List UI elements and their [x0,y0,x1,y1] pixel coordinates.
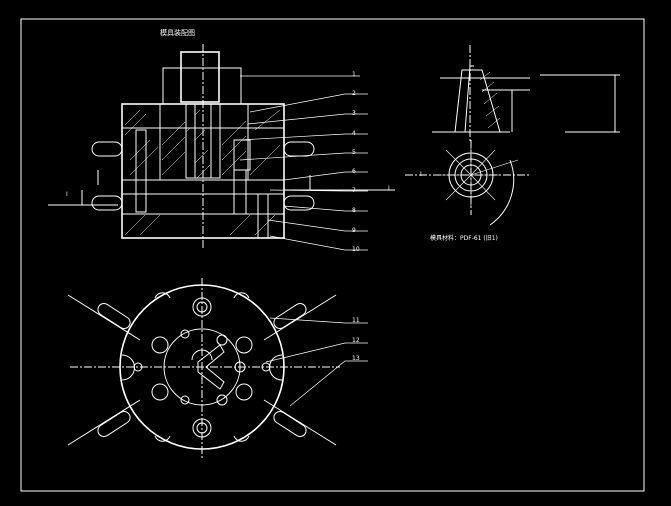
callout-2: 2 [352,90,356,97]
callout-1: 1 [352,71,356,78]
callout-8: 8 [352,207,356,214]
section-mark-right: I [388,185,390,192]
callout-3: 3 [352,110,356,117]
section-mark-detail: I [420,171,422,178]
drawing-border [20,18,645,492]
callout-11: 11 [352,317,360,324]
callout-6: 6 [352,168,356,175]
callout-13: 13 [352,355,360,362]
section-mark-left: I [66,191,68,198]
callout-12: 12 [352,337,360,344]
drawing-title: 模具装配图 [160,28,195,37]
plan-view: 11 12 13 [67,278,368,460]
part-material-label: 模具材料：PDF-61 (旧1) [430,234,498,242]
section-view: 模具装配图 [48,28,395,253]
part-detail: I 模具材料：PDF-61 (旧1) [405,45,620,242]
callout-9: 9 [352,227,356,234]
callout-4: 4 [352,130,356,137]
callout-7: 7 [352,187,356,194]
callout-5: 5 [352,149,356,156]
callout-10: 10 [352,246,360,253]
